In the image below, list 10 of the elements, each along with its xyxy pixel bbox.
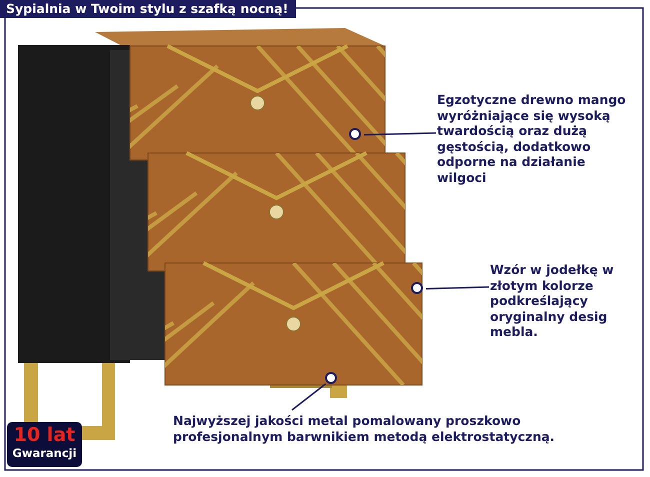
title: Sypialnia w Twoim stylu z szafką nocną!: [0, 0, 296, 18]
callout-text: Wzór w jodełkę w złotym kolorze podkreślający oryginalny desig mebla.: [490, 262, 640, 340]
warranty-badge: [7, 422, 82, 467]
leader-line: [292, 383, 326, 411]
callout-text: Najwyższej jakości metal pomalowany proszkowo profesjonalnym barwnikiem metodą elektrostatyczną.: [173, 413, 568, 444]
warranty-label: Gwarancji: [11, 446, 78, 461]
leader-line: [364, 132, 436, 136]
callout-text: Egzotyczne drewno mango wyróżniające się wysoką twardością oraz dużą gęstością, dodatkowo odporne na działanie wilgoci: [437, 92, 633, 185]
leader-line: [426, 286, 490, 290]
warranty-years: 10 lat: [12, 424, 76, 446]
